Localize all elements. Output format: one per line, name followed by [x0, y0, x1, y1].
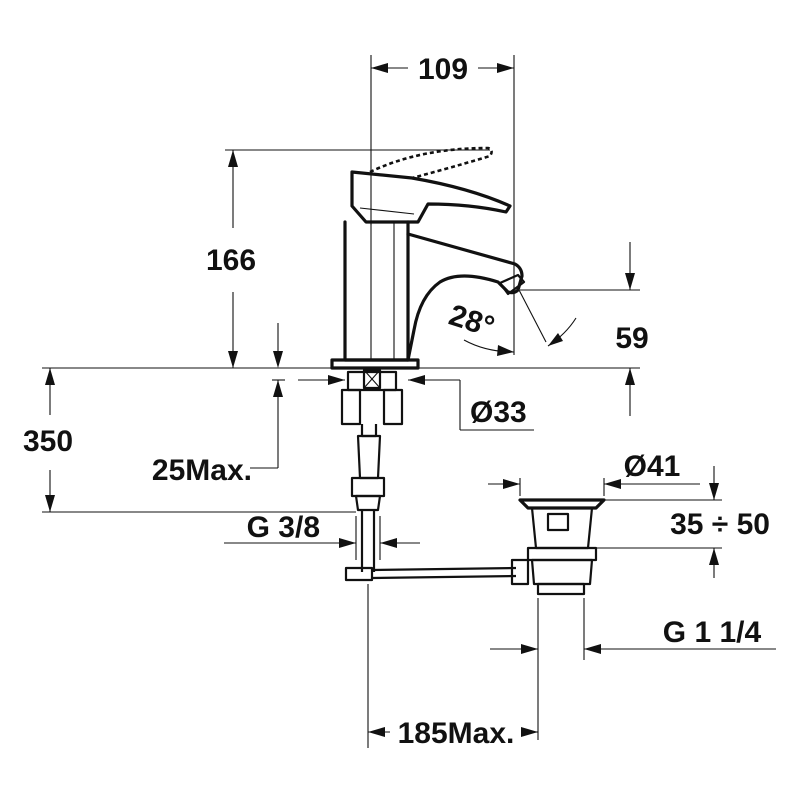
dimension-350: 350: [23, 367, 640, 513]
label-width-109: 109: [418, 53, 468, 86]
supply-line: [340, 368, 404, 582]
dimension-angle-28: 28°: [445, 287, 577, 356]
label-total-350: 350: [23, 425, 73, 458]
lever-raised-ghost: [369, 146, 493, 180]
label-height-166: 166: [206, 244, 256, 277]
label-range-35-50: 35 ÷ 50: [670, 508, 770, 541]
dimension-diameter-33: Ø33: [298, 375, 534, 431]
label-height-59: 59: [615, 322, 648, 355]
dimension-185max: 185Max.: [367, 584, 538, 750]
dimension-g38: G 3/8: [224, 511, 420, 560]
faucet-body: [330, 220, 420, 370]
spout: [406, 232, 526, 362]
label-thread-g38: G 3/8: [247, 511, 320, 544]
label-thread-g114: G 1 1/4: [663, 616, 762, 649]
label-max-25: 25Max.: [152, 454, 252, 487]
label-diameter-33: Ø33: [470, 396, 527, 429]
drain-waste: [518, 498, 606, 596]
label-angle-28: 28°: [445, 299, 498, 344]
dimension-diameter-41: Ø41: [488, 450, 700, 496]
dimension-25max: 25Max.: [152, 323, 285, 487]
lever-handle: [350, 170, 512, 224]
label-max-185: 185Max.: [398, 717, 515, 750]
dimension-166: 166: [206, 149, 490, 368]
dimension-g114: G 1 1/4: [490, 598, 776, 740]
popup-rod: [371, 558, 530, 586]
label-diameter-41: Ø41: [624, 450, 681, 483]
dimension-109: 109: [370, 53, 515, 355]
dimension-59: 59: [520, 242, 649, 416]
dimension-35-50: 35 ÷ 50: [596, 466, 770, 578]
